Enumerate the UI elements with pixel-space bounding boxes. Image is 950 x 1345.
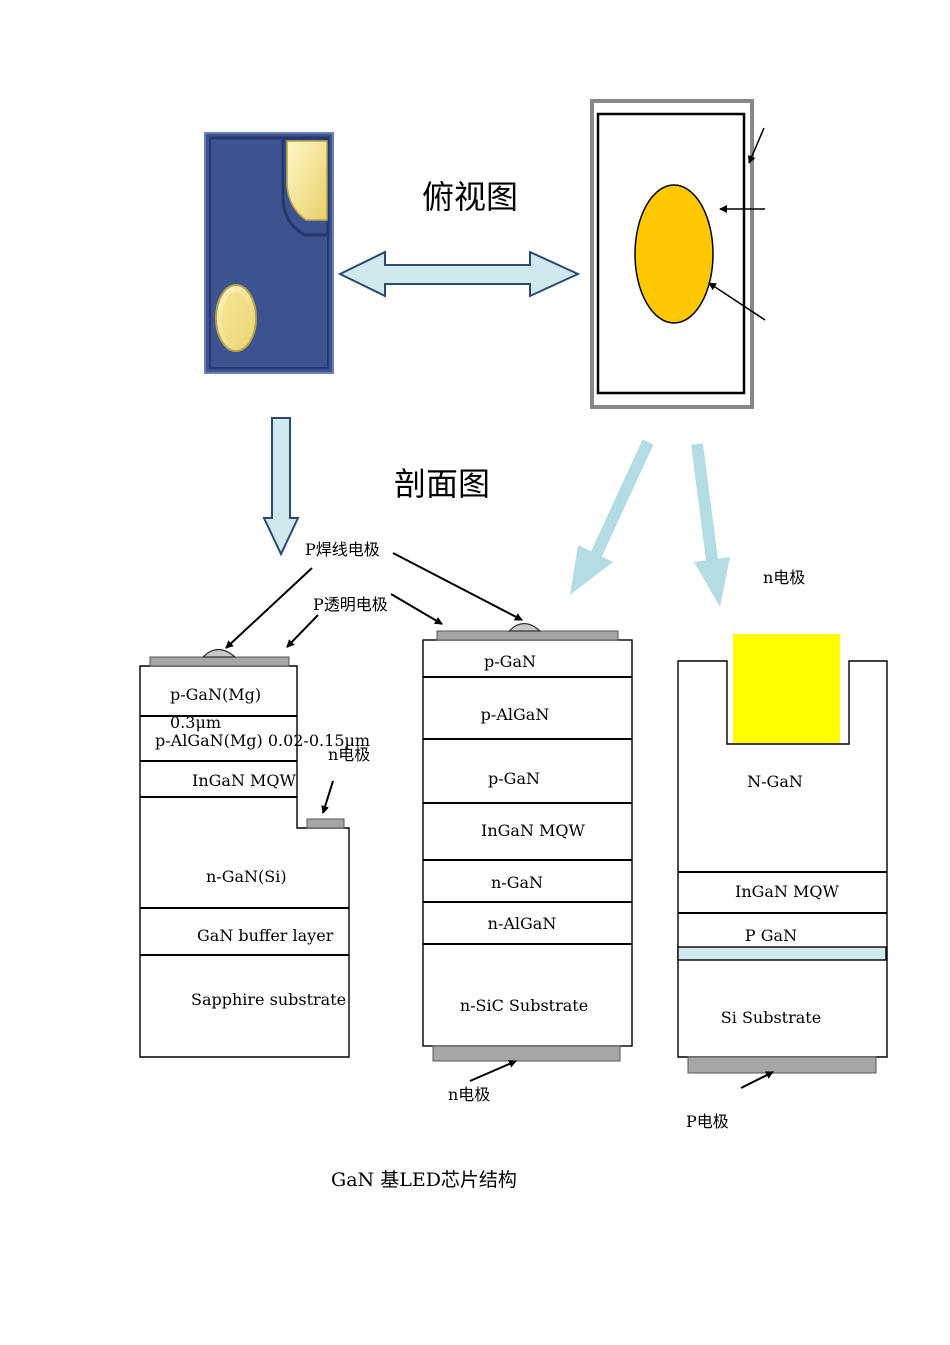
- middle-layer-6: n-SiC Substrate: [460, 996, 588, 1015]
- left-layer-p-gan-thickness: 0.3μm: [170, 713, 221, 732]
- left-layer-substrate: Sapphire substrate: [191, 990, 346, 1009]
- left-layer-ingan: InGaN MQW: [192, 771, 297, 790]
- pointer-left-n-electrode: [321, 780, 334, 814]
- left-chip: p-GaN(Mg) 0.3μm p-AlGaN(Mg) 0.02-0.15μm …: [139, 648, 370, 1058]
- chip-mesa-edge: [210, 136, 330, 237]
- middle-n-electrode-label: n电极: [448, 1085, 490, 1104]
- right-layer-3: Si Substrate: [721, 1008, 821, 1027]
- pointer-p-bond-middle: [392, 552, 523, 621]
- right-bonding-layer: [677, 946, 887, 961]
- right-chip: N-GaN InGaN MQW P GaN Si Substrate P电极: [677, 634, 888, 1131]
- middle-layer-2: p-GaN: [488, 769, 540, 788]
- top-view-label: 俯视图: [422, 178, 518, 216]
- cross-section-label: 剖面图: [394, 465, 490, 503]
- right-p-electrode-label: P电极: [686, 1112, 729, 1131]
- right-n-electrode-block: [733, 634, 840, 743]
- left-layer-p-gan: p-GaN(Mg): [170, 685, 261, 704]
- pointer-p-transparent: [286, 614, 319, 648]
- pointer-right-p-electrode: [740, 1071, 774, 1089]
- teal-arrow-middle: [570, 439, 654, 595]
- middle-p-bond-pad: [507, 622, 542, 632]
- middle-layer-3: InGaN MQW: [481, 821, 586, 840]
- left-layer-buffer: GaN buffer layer: [197, 926, 334, 945]
- schematic-top-view: [590, 99, 766, 409]
- left-p-bond-pad: [201, 648, 237, 658]
- left-transparent-electrode: [149, 656, 290, 667]
- middle-n-electrode-pad: [432, 1045, 621, 1062]
- n-pad-photo-inner: [222, 292, 250, 344]
- middle-chip-body: [422, 639, 633, 1047]
- middle-layer-4: n-GaN: [491, 873, 543, 892]
- right-layer-2: P GaN: [745, 926, 797, 945]
- pointer-p-transparent-middle: [390, 593, 443, 625]
- orange-electrode-dot: [634, 184, 714, 324]
- left-layer-p-algan: p-AlGaN(Mg) 0.02-0.15μm: [155, 731, 370, 750]
- middle-transparent-electrode: [436, 630, 619, 641]
- down-arrow: [262, 417, 300, 557]
- pointer-edge: [708, 282, 766, 321]
- p-bond-electrode-label: P焊线电极: [305, 540, 380, 559]
- teal-arrow-right: [691, 443, 730, 607]
- right-layer-0: N-GaN: [747, 772, 803, 791]
- middle-chip: p-GaN p-AlGaN p-GaN InGaN MQW n-GaN n-Al…: [422, 622, 633, 1104]
- left-n-electrode-pad: [306, 818, 345, 829]
- right-p-electrode-pad: [687, 1056, 877, 1074]
- middle-layer-1: p-AlGaN: [481, 705, 550, 724]
- n-electrode-right-label: n电极: [763, 568, 805, 587]
- middle-layer-0: p-GaN: [484, 652, 536, 671]
- p-transparent-electrode-label: P透明电极: [313, 595, 388, 614]
- pointer-frame: [748, 127, 765, 164]
- chip-photo: [204, 132, 334, 374]
- figure-caption: GaN 基LED芯片结构: [331, 1169, 517, 1191]
- pointer-middle-n-electrode: [469, 1060, 517, 1082]
- pointer-p-bond-left: [225, 567, 313, 649]
- chip-mesa-outline: [209, 138, 329, 369]
- middle-layer-5: n-AlGaN: [488, 914, 557, 933]
- p-pad-photo: [286, 140, 328, 221]
- left-layer-n-gan: n-GaN(Si): [206, 867, 287, 886]
- left-chip-body: [139, 665, 350, 1058]
- right-layer-1: InGaN MQW: [735, 882, 840, 901]
- left-n-electrode-label: n电极: [328, 745, 370, 764]
- double-arrow: [337, 250, 581, 298]
